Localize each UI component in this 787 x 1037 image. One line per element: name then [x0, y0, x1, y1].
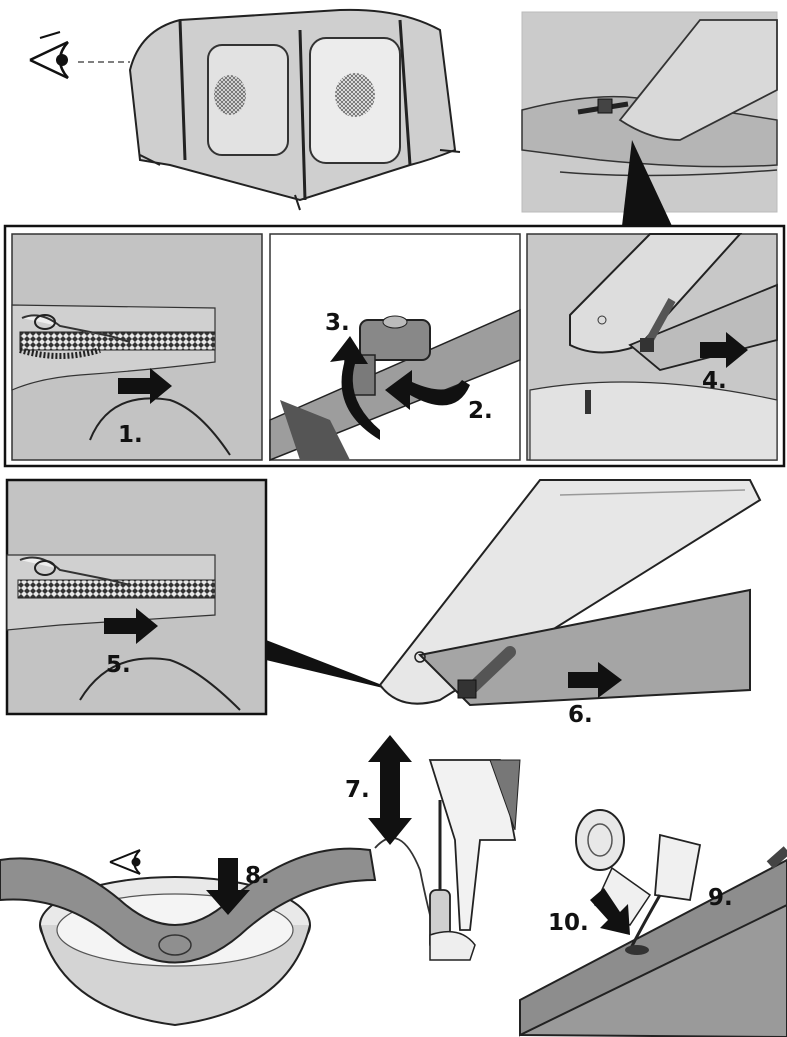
panel-open-valve: 3. 2.: [269, 233, 521, 462]
panel-zip-close: 5.: [5, 478, 400, 716]
hand-pump: 7.: [345, 735, 521, 961]
row-frame: [3, 224, 786, 468]
step-5-label: 5.: [106, 652, 131, 678]
arrow-right-icon: [118, 368, 172, 404]
eye-icon: [109, 849, 141, 875]
arrow-right-icon: [104, 608, 158, 644]
step-6-label: 6.: [568, 702, 593, 728]
double-arrow-vertical-icon: [368, 735, 412, 845]
step-9-label: 9.: [708, 885, 733, 911]
arrow-down-icon: [590, 888, 630, 935]
valve-icon: [577, 98, 629, 115]
step-8-label: 8.: [245, 863, 270, 889]
valve-detail-panel: [521, 11, 778, 226]
arrow-down-icon: [206, 858, 250, 915]
step-2-label: 2.: [468, 398, 493, 424]
step-7-label: 7.: [345, 777, 370, 803]
rotate-arrow-icon: [330, 336, 470, 440]
tent-illustration: [29, 8, 461, 211]
arrow-right-icon: [700, 332, 748, 368]
panel-pull-tube: 4.: [526, 233, 778, 461]
water-tub-test: 8.: [0, 847, 377, 1027]
step-1-label: 1.: [118, 422, 143, 448]
step-4-label: 4.: [702, 368, 727, 394]
step-3-label: 3.: [325, 310, 350, 336]
eye-icon: [29, 31, 69, 80]
panel-unzip: 1.: [11, 233, 263, 461]
tube-valve-closeup: 6.: [378, 479, 762, 728]
repair-kit: 9. 10.: [519, 809, 787, 1037]
arrow-right-icon: [568, 662, 622, 698]
step-10-label: 10.: [548, 910, 589, 936]
